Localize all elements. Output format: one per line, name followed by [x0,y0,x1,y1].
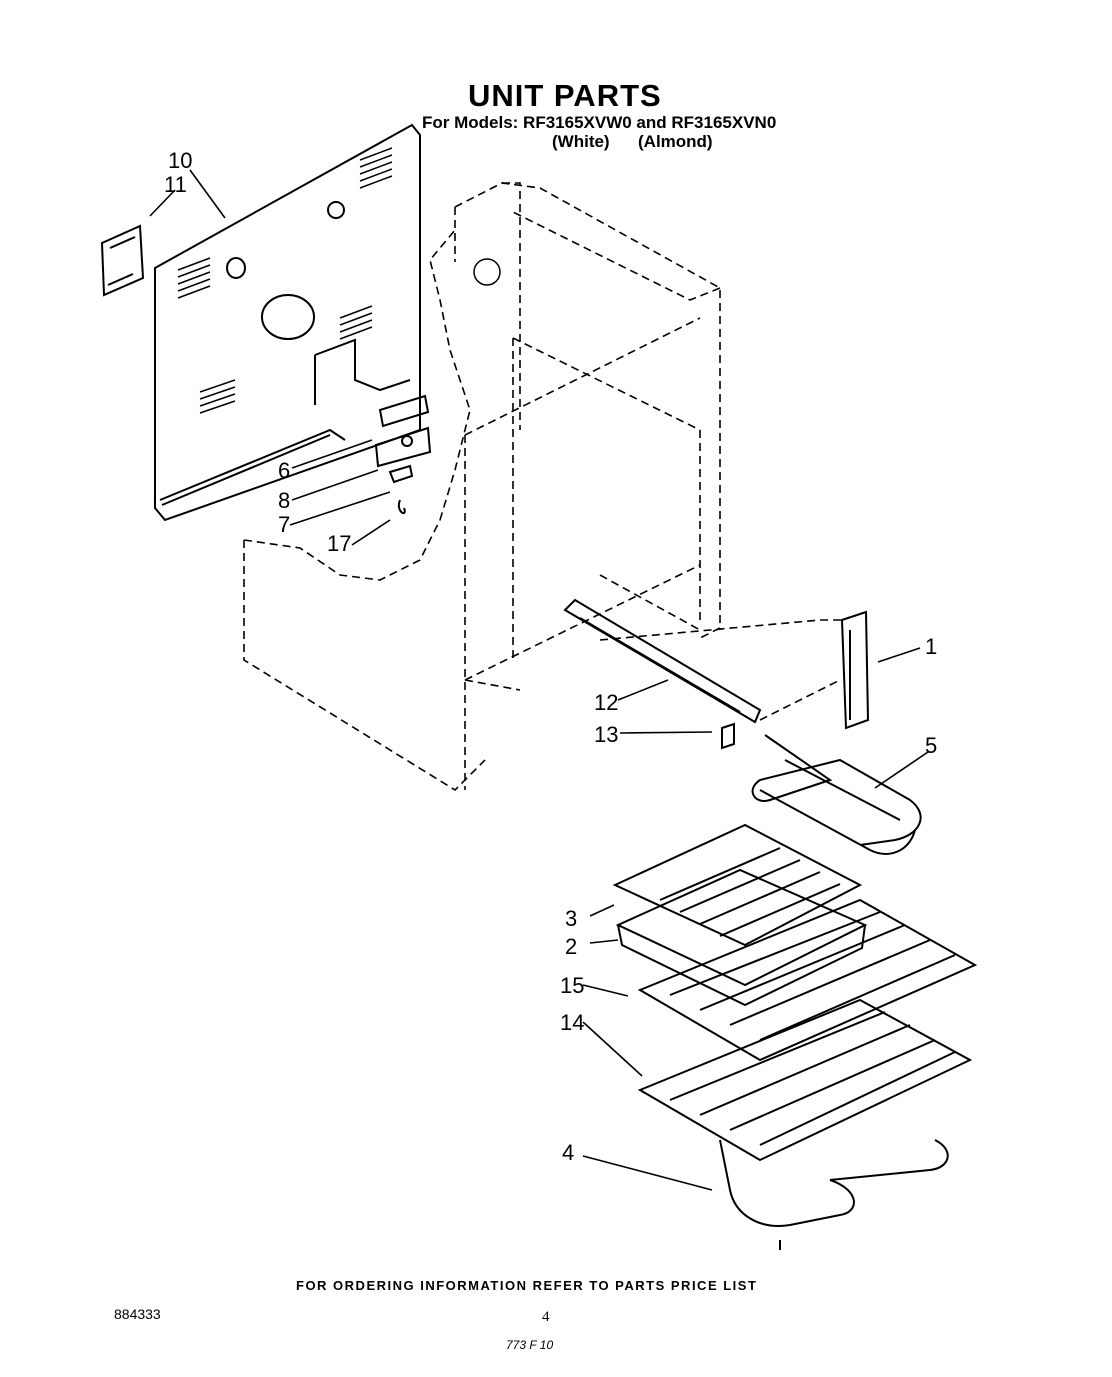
callout-14: 14 [560,1010,585,1035]
variant-white-label: (White) [552,132,610,151]
callout-1: 1 [925,634,938,659]
cabinet-frame [243,182,845,792]
clip-part-7 [397,499,406,515]
document-number: 884333 [114,1306,161,1322]
callout-3: 3 [565,906,578,931]
bracket-part-11 [100,224,145,297]
callout-12: 12 [594,690,619,715]
callout-4: 4 [562,1140,575,1165]
broil-element-part-5 [751,734,922,855]
cabinet-hole [473,258,501,286]
callout-2: 2 [565,934,578,959]
oven-rack-part-14 [637,998,973,1162]
callout-13: 13 [594,722,619,747]
callout-5: 5 [925,733,938,758]
callout-8: 8 [278,488,291,513]
page-title: UNIT PARTS [468,78,662,113]
page-number: 4 [542,1309,550,1325]
terminal-block-part-6 [374,394,432,468]
side-trim-part-1 [840,610,870,730]
callout-11: 11 [164,172,187,197]
vent-trim-part-12 [563,598,762,724]
bake-element-part-4 [719,1139,949,1250]
callout-7: 7 [278,512,291,537]
broiler-grid-part-3 [612,823,863,947]
ordering-note: FOR ORDERING INFORMATION REFER TO PARTS … [296,1278,758,1293]
callout-17: 17 [327,531,352,556]
connector-part-8 [388,464,414,484]
clip-part-13 [721,722,735,750]
models-line: For Models: RF3165XVW0 and RF3165XVN0 [422,113,777,132]
variant-almond-label: (Almond) [638,132,713,151]
handwritten-mark: 773 F 10 [506,1338,554,1352]
callout-6: 6 [278,458,291,483]
oven-rack-part-15 [637,898,978,1062]
leader-lines [149,169,929,1191]
callout-10: 10 [168,148,193,173]
callout-15: 15 [560,973,585,998]
